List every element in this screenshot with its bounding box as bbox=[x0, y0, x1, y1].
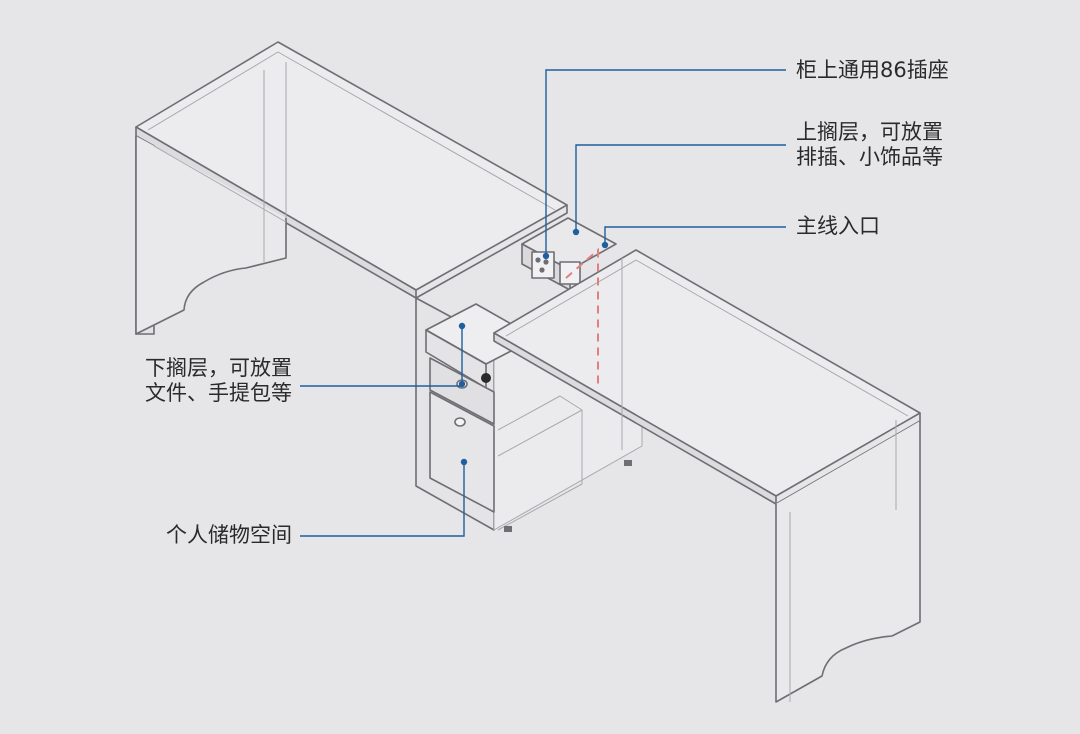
callout-line-upper-shelf bbox=[575, 144, 786, 232]
callout-cable-entry: 主线入口 bbox=[796, 214, 880, 239]
callout-socket-text: 柜上通用86插座 bbox=[796, 58, 949, 82]
left-desk bbox=[135, 41, 568, 335]
callout-socket: 柜上通用86插座 bbox=[796, 58, 949, 83]
callout-cable-entry-text: 主线入口 bbox=[796, 214, 880, 238]
callout-line-storage bbox=[300, 462, 465, 537]
callout-line-cable-entry bbox=[604, 226, 786, 245]
drawer-lower bbox=[429, 391, 495, 513]
callout-line-socket bbox=[545, 69, 786, 256]
right-desk-leg bbox=[775, 421, 921, 703]
callout-upper-shelf-line2: 排插、小饰品等 bbox=[796, 145, 943, 169]
cable-guide bbox=[565, 247, 599, 384]
drawer-upper bbox=[429, 357, 495, 425]
callout-lower-shelf: 下搁层，可放置 文件、手提包等 bbox=[130, 356, 292, 406]
callout-upper-shelf-line1: 上搁层，可放置 bbox=[796, 120, 943, 144]
callout-lower-shelf-line2: 文件、手提包等 bbox=[145, 381, 292, 405]
callout-upper-shelf: 上搁层，可放置 排插、小饰品等 bbox=[796, 120, 943, 170]
callout-storage: 个人储物空间 bbox=[130, 523, 292, 548]
callout-lower-shelf-line1: 下搁层，可放置 bbox=[145, 356, 292, 380]
right-desk bbox=[493, 249, 921, 703]
callout-storage-text: 个人储物空间 bbox=[166, 523, 292, 547]
